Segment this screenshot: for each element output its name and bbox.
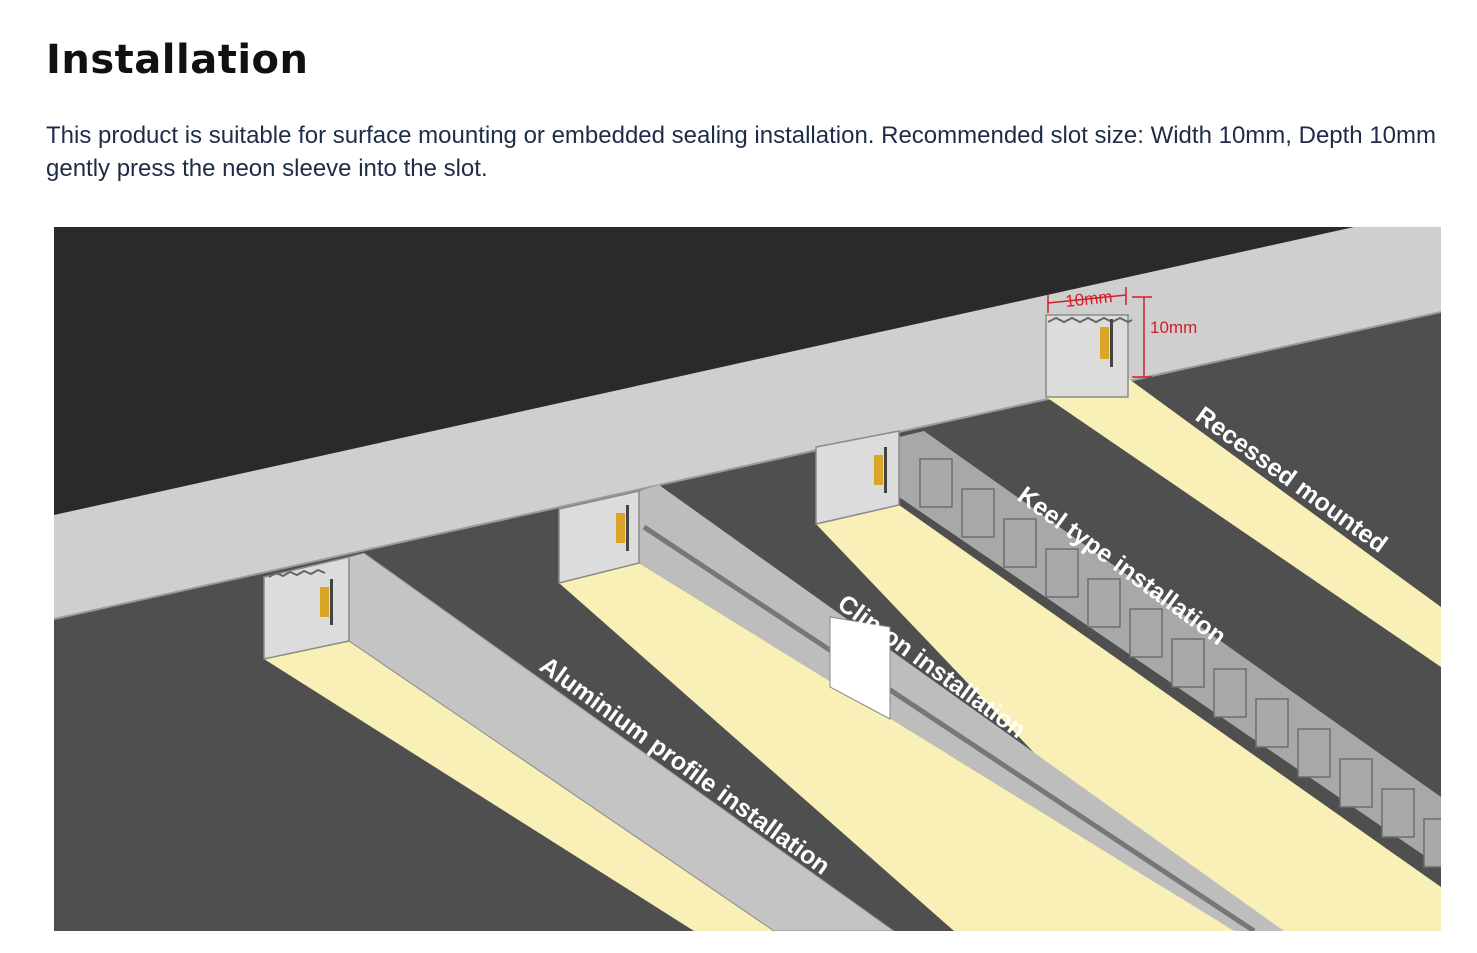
page-title: Installation xyxy=(46,37,309,83)
recessed-led-chip xyxy=(1100,327,1109,359)
clip-on-led-chip xyxy=(616,513,625,543)
keel-led-chip xyxy=(874,455,883,485)
clip-on-rail xyxy=(639,485,1284,931)
clip-on-rail-line xyxy=(642,524,1256,931)
intro-text: This product is suitable for surface mou… xyxy=(46,119,1477,185)
keel-clip xyxy=(1423,818,1441,868)
keel-clip xyxy=(1129,608,1163,658)
keel-clip xyxy=(919,458,953,508)
keel-installation xyxy=(815,430,1441,931)
installation-illustration: 10mm 10mm xyxy=(54,227,1441,931)
keel-clip xyxy=(1297,728,1331,778)
keel-clip xyxy=(1003,518,1037,568)
recessed-light-strip xyxy=(1046,379,1441,667)
recessed-fins xyxy=(1047,316,1133,324)
keel-clips xyxy=(919,458,1441,868)
intro-line-1: This product is suitable for surface mou… xyxy=(46,122,1436,149)
clip-on-light-strip xyxy=(559,563,1234,931)
keel-clip xyxy=(1339,758,1373,808)
keel-clip xyxy=(1381,788,1415,838)
keel-clip xyxy=(1087,578,1121,628)
aluminium-led-chip xyxy=(320,587,329,617)
dim-width-line xyxy=(1047,294,1127,304)
keel-light-strip xyxy=(816,505,1441,931)
dim-depth-label: 10mm xyxy=(1150,318,1197,337)
keel-clip xyxy=(1171,638,1205,688)
intro-line-2: gently press the neon sleeve into the sl… xyxy=(46,155,488,182)
recessed-profile xyxy=(1045,314,1129,398)
keel-clip xyxy=(961,488,995,538)
keel-clip xyxy=(1255,698,1289,748)
clip-on-pcb xyxy=(626,505,629,551)
aluminium-profile-face xyxy=(263,556,350,660)
wall-band-edge xyxy=(54,311,1441,620)
keel-clip xyxy=(1213,668,1247,718)
recessed-pcb xyxy=(1110,319,1113,367)
recessed-installation: 10mm 10mm xyxy=(1045,287,1441,667)
aluminium-fins xyxy=(268,568,326,578)
dim-width-label: 10mm xyxy=(1064,287,1113,311)
clip-on-installation xyxy=(558,485,1284,931)
keel-profile-face xyxy=(815,430,900,525)
aluminium-light-strip xyxy=(264,641,774,931)
keel-clip xyxy=(1045,548,1079,598)
aluminium-pcb xyxy=(330,579,333,625)
keel-pcb xyxy=(884,447,887,493)
aluminium-installation xyxy=(263,552,895,931)
clip-on-clip xyxy=(829,616,891,720)
